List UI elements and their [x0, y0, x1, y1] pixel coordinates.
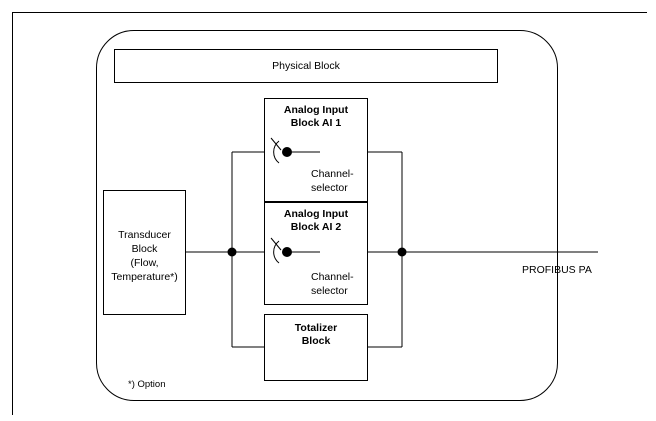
transducer-block: Transducer Block (Flow, Temperature*) — [103, 190, 186, 315]
ai2-selector-tick — [270, 237, 282, 251]
ai2-selector-line1: Channel- — [311, 271, 354, 283]
transducer-line2: Block — [131, 243, 158, 255]
physical-block-label: Physical Block — [272, 60, 340, 72]
totalizer-block: Totalizer Block — [264, 314, 368, 381]
ai2-title-line1: Analog Input — [283, 208, 349, 220]
left-junction-dot — [227, 247, 237, 257]
ai1-selector-line2: selector — [311, 182, 348, 194]
ai1-title-line1: Analog Input — [283, 104, 349, 116]
transducer-line3: (Flow, — [130, 257, 159, 269]
ai2-selector-line2: selector — [311, 285, 348, 297]
right-junction-dot — [397, 247, 407, 257]
totalizer-title-line2: Block — [301, 335, 331, 347]
ai1-selector-tick — [270, 137, 282, 151]
ai2-block: Analog Input Block AI 2 Channel- selecto… — [264, 202, 368, 305]
transducer-line4: Temperature*) — [111, 271, 178, 283]
ai2-title-line2: Block AI 2 — [290, 221, 342, 233]
ai2-selector-arc — [273, 240, 280, 264]
profibus-label: PROFIBUS PA — [522, 264, 592, 276]
ai1-selector-dot — [282, 147, 292, 157]
totalizer-title-line1: Totalizer — [294, 322, 338, 334]
ai1-selector-line1: Channel- — [311, 168, 354, 180]
option-footnote: *) Option — [128, 379, 166, 390]
ai1-selector-arc — [273, 140, 280, 164]
ai1-title-line2: Block AI 1 — [290, 117, 342, 129]
figure-frame — [12, 12, 647, 415]
ai1-block: Analog Input Block AI 1 Channel- selecto… — [264, 98, 368, 202]
device-outline — [96, 30, 558, 401]
physical-block: Physical Block — [114, 49, 498, 83]
ai2-selector-dot — [282, 247, 292, 257]
transducer-line1: Transducer — [118, 229, 171, 241]
